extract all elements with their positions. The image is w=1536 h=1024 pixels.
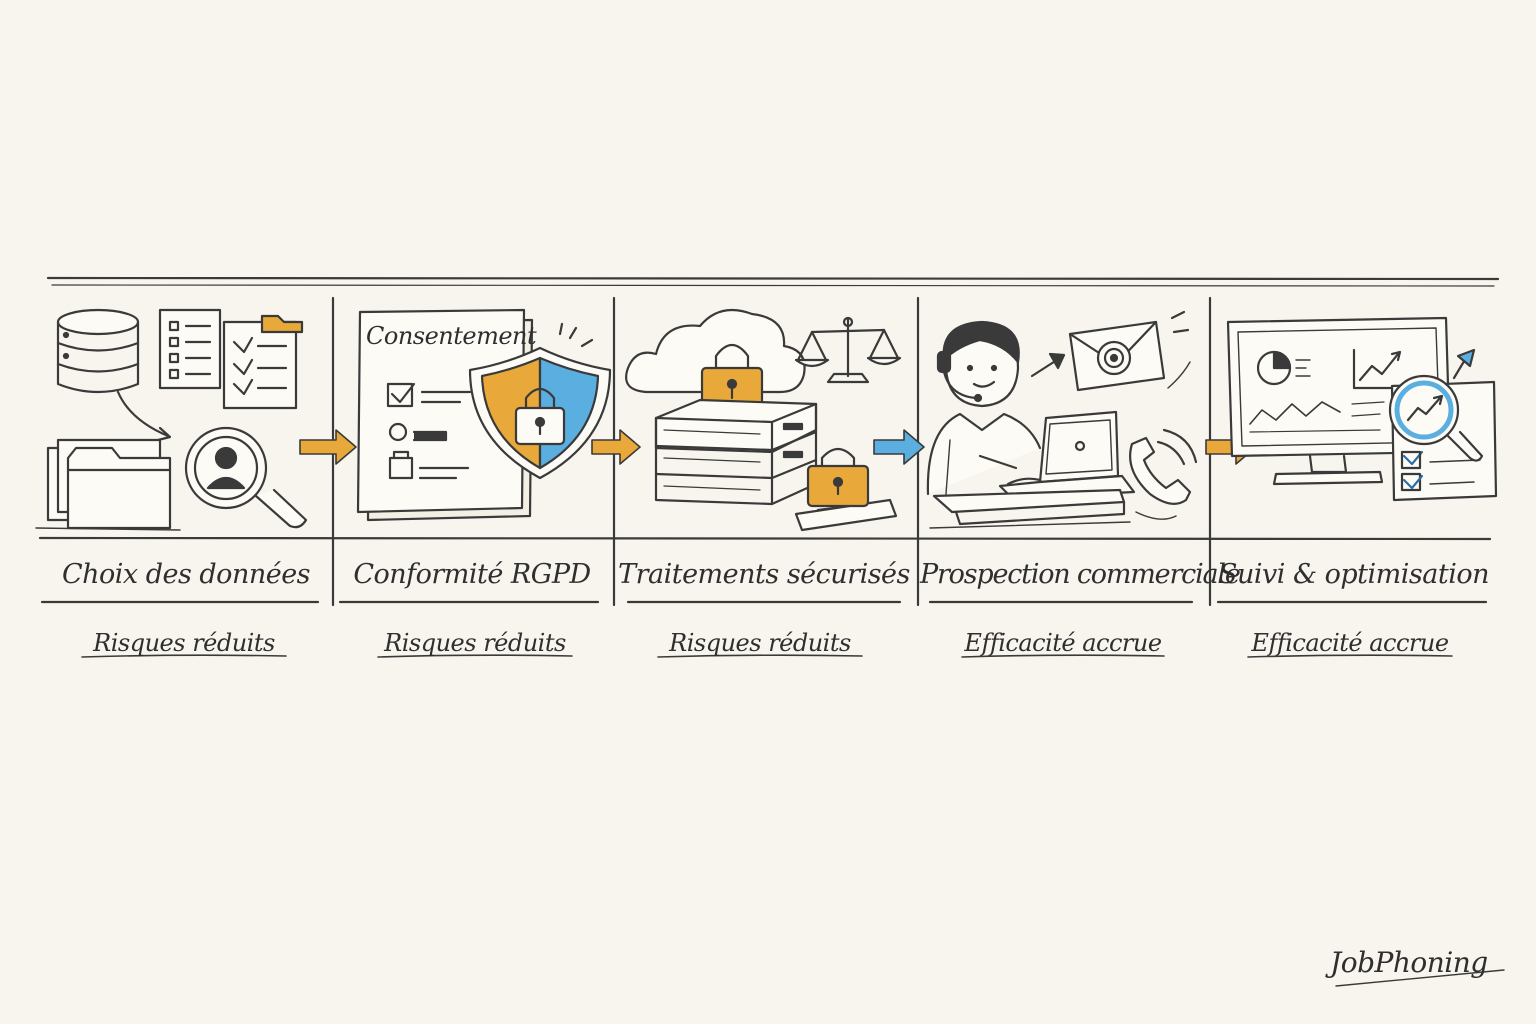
step1-benefit: Risques réduits — [93, 629, 275, 657]
cloud-lock-icon — [625, 308, 806, 412]
magnifier-user-icon — [184, 426, 308, 529]
arrow-2 — [591, 429, 641, 465]
operator-headset-icon — [926, 320, 1042, 496]
checklist-icon — [158, 308, 222, 390]
brand-swash — [1335, 969, 1505, 987]
step5-title: Suivi & optimisation — [1219, 559, 1489, 590]
step5-illustration — [1226, 316, 1498, 502]
folder-icon — [222, 314, 304, 410]
step2-benefit: Risques réduits — [384, 629, 566, 657]
step4-benefit: Efficacité accrue — [964, 629, 1162, 657]
phone-icon — [1129, 428, 1198, 520]
step4-illustration — [926, 310, 1198, 529]
step5-benefit: Efficacité accrue — [1251, 629, 1449, 657]
folders-stack-icon — [35, 438, 181, 531]
brand-logo: JobPhoning — [1330, 946, 1488, 979]
step3-title: Traitements sécurisés — [618, 559, 910, 590]
step3-benefit: Risques réduits — [669, 629, 851, 657]
step2-title: Conformité RGPD — [353, 559, 591, 590]
step2-illustration — [356, 308, 612, 522]
server-lock-icon — [654, 398, 898, 532]
step3-illustration — [625, 308, 902, 532]
step4-title: Prospection commerciale — [920, 559, 1241, 590]
desk — [929, 488, 1131, 529]
arrow-1 — [299, 429, 357, 465]
email-target-icon — [1030, 310, 1191, 392]
consent-heading: Consentement — [366, 322, 537, 350]
magnifier-chart-icon — [1388, 348, 1484, 462]
row-line-mid — [38, 536, 1492, 541]
frame-top-line — [46, 276, 1500, 281]
scales-icon — [794, 316, 902, 384]
shield-lock-icon — [468, 322, 612, 480]
database-icon — [56, 308, 140, 394]
arrow-3 — [873, 429, 925, 465]
step1-illustration — [35, 308, 308, 531]
step1-title: Choix des données — [61, 559, 311, 590]
